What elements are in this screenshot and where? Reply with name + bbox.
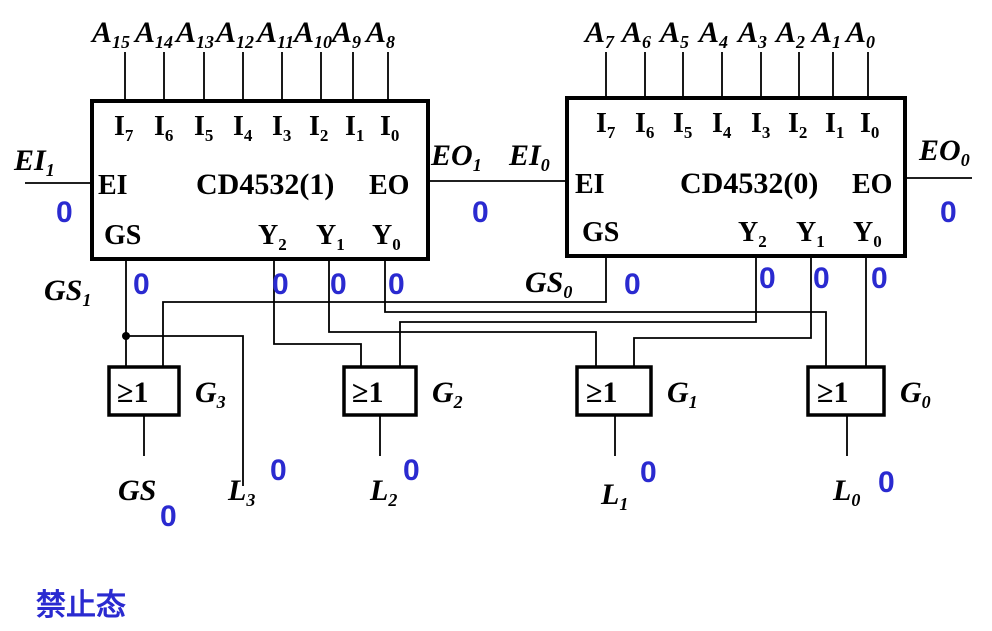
address-label: A9 [330, 16, 361, 52]
value-gs-out: 0 [160, 500, 177, 533]
address-label: A0 [844, 16, 875, 52]
chip-input-label: I5 [194, 111, 213, 145]
value-l0: 0 [878, 466, 895, 499]
output-l2: L2 [369, 474, 397, 510]
output-gs: GS [118, 474, 156, 507]
value-y1-chip1: 0 [330, 268, 347, 301]
chip1-inputs: I7 I6 I5 I4 I3 I2 I1 I0 [114, 111, 399, 145]
chip-input-label: I7 [114, 111, 134, 145]
gate-symbol: ≥1 [586, 376, 617, 409]
gate-symbol: ≥1 [352, 376, 383, 409]
chip0-address-labels: A7 A6 A5 A4 A3 A2 A1 A0 [583, 16, 875, 52]
chip0-input-pins [605, 52, 869, 98]
gate-label-g0: G0 [900, 376, 931, 412]
gate-symbol: ≥1 [817, 376, 848, 409]
gate-g0: ≥1 [806, 365, 886, 417]
wiring-network [122, 256, 867, 486]
signal-eo0: EO0 [918, 134, 970, 170]
address-label: A11 [255, 16, 294, 52]
address-label: A12 [214, 16, 254, 52]
value-l2: 0 [403, 454, 420, 487]
address-label: A5 [658, 16, 689, 52]
address-label: A6 [620, 16, 651, 52]
chip-input-label: I3 [272, 111, 291, 145]
signal-eo1: EO1 [430, 139, 482, 175]
value-ei1: 0 [56, 196, 73, 229]
chip0-inputs: I7 I6 I5 I4 I3 I2 I1 I0 [596, 108, 879, 142]
output-l3: L3 [227, 474, 255, 510]
signal-gs0: GS0 [525, 266, 572, 302]
chip-output-label: Y2 [738, 217, 767, 251]
address-label: A8 [364, 16, 395, 52]
value-y0-chip1: 0 [388, 268, 405, 301]
chip1-outputs: Y2 Y1 Y0 [258, 220, 401, 254]
chip-output-label: Y2 [258, 220, 287, 254]
address-label: A13 [174, 16, 214, 52]
gate-g3: ≥1 [107, 365, 181, 417]
chip-output-label: Y1 [316, 220, 345, 254]
value-eo1: 0 [472, 196, 489, 229]
chip-input-label: I3 [751, 108, 770, 142]
value-y2-chip1: 0 [272, 268, 289, 301]
caption-state: 禁止态 [36, 588, 126, 623]
chip-input-label: I4 [712, 108, 732, 142]
chip1-input-pins [124, 52, 389, 101]
signal-ei1: EI1 [13, 144, 55, 180]
chip-input-label: I0 [380, 111, 399, 145]
chip-input-label: I0 [860, 108, 879, 142]
chip1-gs-label: GS [104, 220, 141, 251]
value-gs1: 0 [133, 268, 150, 301]
address-label: A2 [774, 16, 805, 52]
output-l1: L1 [600, 478, 628, 514]
gate-label-g2: G2 [432, 376, 463, 412]
chip0-name: CD4532(0) [680, 167, 818, 200]
chip-input-label: I7 [596, 108, 616, 142]
value-y1-chip0: 0 [813, 262, 830, 295]
chip-input-label: I4 [233, 111, 253, 145]
value-l3: 0 [270, 454, 287, 487]
gate-g1: ≥1 [575, 365, 653, 417]
value-y0-chip0: 0 [871, 262, 888, 295]
logic-values: 0 0 0 0 0 0 0 0 0 0 0 0 0 0 0 0 [56, 196, 957, 533]
chip0-gs-label: GS [582, 217, 619, 248]
chip-input-label: I2 [309, 111, 328, 145]
address-label: A4 [697, 16, 728, 52]
chip1-name: CD4532(1) [196, 168, 334, 201]
chip0-ei-label: EI [575, 169, 605, 200]
chip-input-label: I2 [788, 108, 807, 142]
chip-input-label: I6 [154, 111, 173, 145]
signal-gs1: GS1 [44, 274, 91, 310]
value-l1: 0 [640, 456, 657, 489]
gate-g2: ≥1 [342, 365, 418, 417]
address-label: A3 [736, 16, 767, 52]
address-label: A10 [292, 16, 332, 52]
address-label: A7 [583, 16, 615, 52]
chip0-eo-label: EO [852, 169, 892, 200]
address-label: A15 [90, 16, 130, 52]
chip1-address-labels: A15 A14 A13 A12 A11 A10 A9 A8 [90, 16, 395, 52]
chip-input-label: I6 [635, 108, 654, 142]
signal-ei0: EI0 [508, 139, 550, 175]
gate-label-g1: G1 [667, 376, 698, 412]
chip1-box [90, 99, 430, 261]
address-label: A1 [810, 16, 841, 52]
chip1-ei-label: EI [98, 170, 128, 201]
chip-output-label: Y0 [372, 220, 401, 254]
address-label: A14 [133, 16, 173, 52]
chip-input-label: I5 [673, 108, 692, 142]
gate-label-g3: G3 [195, 376, 226, 412]
output-l0: L0 [832, 474, 860, 510]
chip0-box [565, 96, 907, 258]
chip-input-label: I1 [345, 111, 364, 145]
chip-input-label: I1 [825, 108, 844, 142]
chip0-outputs: Y2 Y1 Y0 [738, 217, 882, 251]
value-gs0: 0 [624, 268, 641, 301]
gate-symbol: ≥1 [117, 376, 148, 409]
chip-output-label: Y0 [853, 217, 882, 251]
value-y2-chip0: 0 [759, 262, 776, 295]
value-eo0: 0 [940, 196, 957, 229]
chip1-eo-label: EO [369, 170, 409, 201]
chip-output-label: Y1 [796, 217, 825, 251]
